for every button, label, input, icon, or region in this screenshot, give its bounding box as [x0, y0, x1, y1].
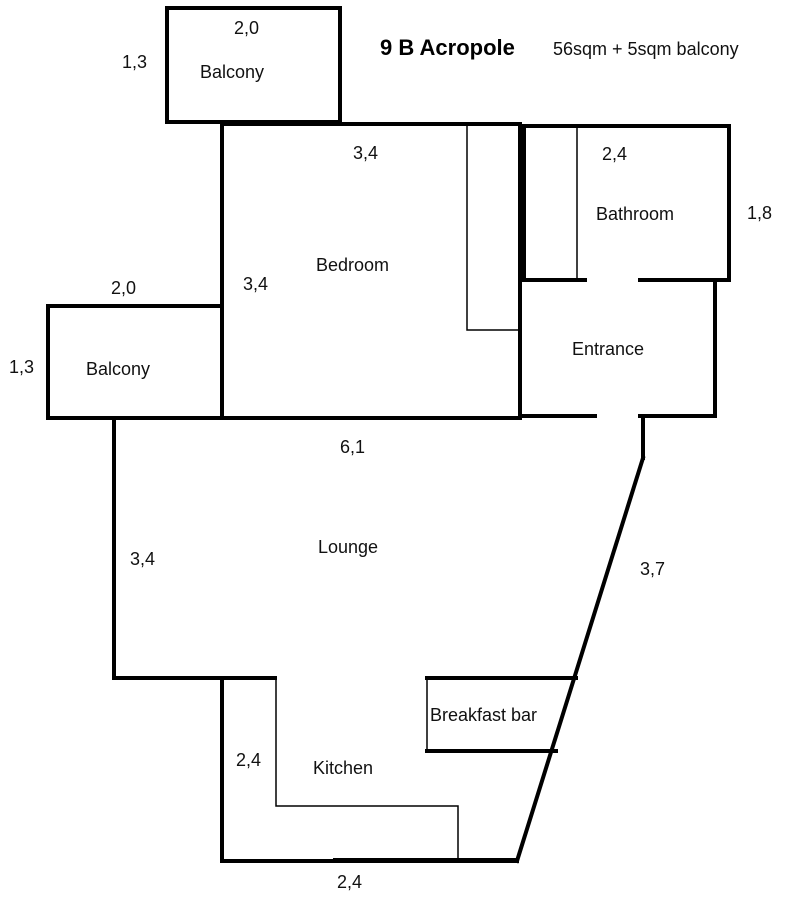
dim-balcony-top-width: 2,0 [234, 18, 259, 38]
room-label-bathroom: Bathroom [596, 204, 674, 224]
entrance-walls [518, 280, 717, 418]
room-label-entrance: Entrance [572, 339, 644, 359]
dim-lounge-depth: 3,4 [130, 549, 155, 569]
dim-bedroom-width: 3,4 [353, 143, 378, 163]
dim-lounge-width: 6,1 [340, 437, 365, 457]
room-label-balcony-left: Balcony [86, 359, 150, 379]
dim-bathroom-depth: 1,8 [747, 203, 772, 223]
plan-area: 56sqm + 5sqm balcony [553, 39, 739, 59]
plan-title: 9 B Acropole [380, 35, 515, 60]
dim-kitchen-depth: 2,4 [236, 750, 261, 770]
room-label-lounge: Lounge [318, 537, 378, 557]
dim-bedroom-depth: 3,4 [243, 274, 268, 294]
dim-balcony-left-width: 2,0 [111, 278, 136, 298]
room-label-balcony-top: Balcony [200, 62, 264, 82]
bedroom-walls [220, 122, 522, 420]
room-label-kitchen: Kitchen [313, 758, 373, 778]
dim-balcony-left-depth: 1,3 [9, 357, 34, 377]
dim-kitchen-width: 2,4 [337, 872, 362, 892]
lounge-kitchen-walls [112, 416, 646, 864]
wardrobe-outline [466, 124, 518, 331]
bathroom-walls [522, 124, 731, 282]
room-label-breakfast-bar: Breakfast bar [430, 705, 537, 725]
kitchen-counter [275, 678, 459, 859]
dim-diagonal-wall: 3,7 [640, 559, 665, 579]
dim-balcony-top-depth: 1,3 [122, 52, 147, 72]
breakfast-bar-outline [425, 676, 578, 753]
dim-bathroom-width: 2,4 [602, 144, 627, 164]
balcony-left-walls [46, 304, 522, 420]
room-label-bedroom: Bedroom [316, 255, 389, 275]
